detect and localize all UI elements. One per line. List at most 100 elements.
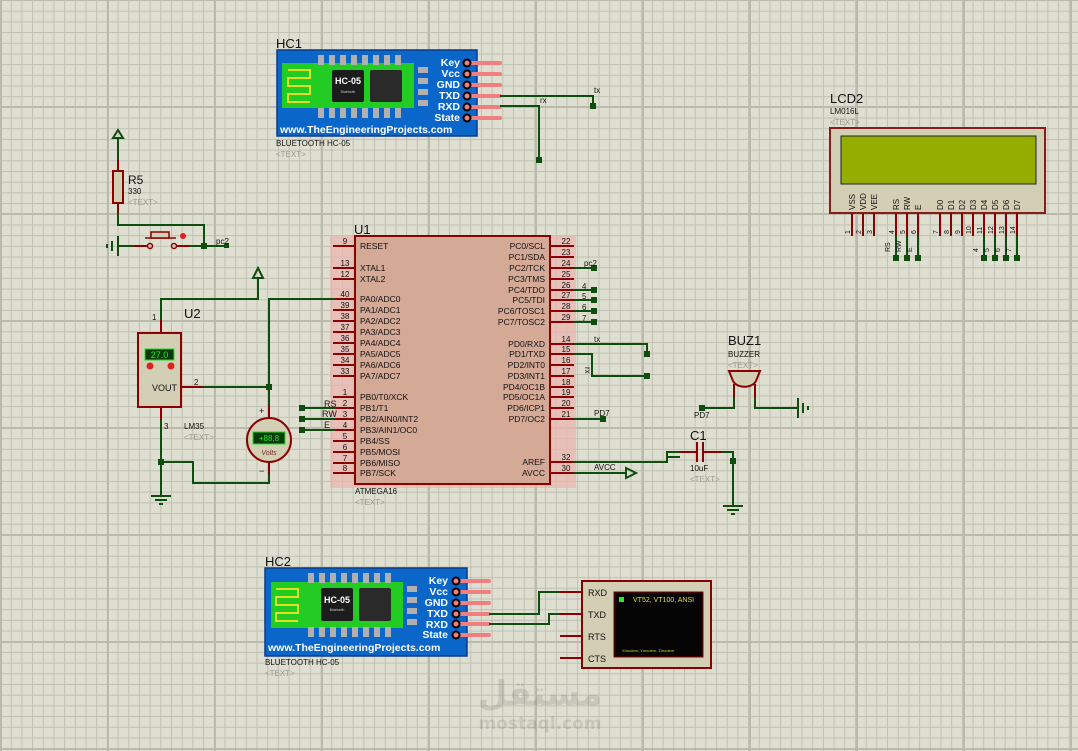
pin-name: PD0/RXD: [508, 339, 545, 349]
pin-number: 24: [562, 259, 571, 268]
lcd-pin-e[interactable]: E6: [911, 205, 923, 261]
pushbutton-switch[interactable]: [134, 231, 190, 250]
pin-number: 29: [562, 313, 571, 322]
pin-number: 28: [562, 302, 571, 311]
pin-number: 1: [845, 230, 852, 234]
pin-name: D0: [936, 199, 945, 210]
r5-net-pc2: pc2: [216, 237, 229, 246]
u1-pin-pd1[interactable]: 15 PD1/TXD: [509, 345, 574, 359]
u1-right-pins[interactable]: 22PC0/SCL23PC1/SDA24PC2/TCK25PC3/TMS26PC…: [498, 237, 574, 478]
pin-name: RESET: [360, 241, 388, 251]
lcd-pin-rs[interactable]: RS4: [889, 199, 901, 261]
lcd-display[interactable]: LCD2 LM016L <TEXT> VSS1VDD2VEE3RS4RW5E6D…: [829, 91, 1046, 261]
lcd-pin-d0[interactable]: D07: [933, 199, 945, 236]
lcd-net-label: RS: [885, 242, 892, 252]
temp-up-icon[interactable]: [167, 362, 175, 370]
u2-vout: VOUT: [152, 383, 178, 393]
r5-resistor[interactable]: R5 330 <TEXT>: [111, 128, 158, 214]
buz1-buzzer[interactable]: BUZ1 BUZZER <TEXT>: [727, 333, 762, 399]
svg-text:TXD: TXD: [439, 90, 460, 102]
svg-text:TXD: TXD: [588, 610, 607, 620]
lcd-net-label: 4: [973, 248, 980, 252]
voltmeter[interactable]: + − +88.8 Volts: [246, 405, 292, 476]
hc1-ref: HC1: [276, 36, 302, 51]
pin-number: 32: [562, 453, 571, 462]
pin-number: 15: [562, 345, 571, 354]
svg-text:Vcc: Vcc: [429, 586, 448, 598]
hc2-pins[interactable]: [454, 579, 491, 637]
lcd-pin-d1[interactable]: D18: [944, 199, 956, 236]
temp-down-icon[interactable]: [146, 362, 154, 370]
svg-text:RS: RS: [324, 399, 337, 409]
pin-name: D5: [991, 199, 1000, 210]
hc1-module[interactable]: HC1 HC-05 Bluetooth www.TheEngineeringPr…: [276, 36, 502, 159]
terminal-pin-labels: RXD TXD RTS CTS: [588, 588, 608, 664]
hc1-pins[interactable]: [465, 61, 502, 120]
pin-name: PB6/MISO: [360, 458, 401, 468]
u1-ref: U1: [354, 222, 371, 237]
pin-number: 12: [341, 270, 350, 279]
lcd-pin-rw[interactable]: RW5: [900, 196, 912, 261]
c1-capacitor[interactable]: C1 10uF <TEXT>: [680, 428, 723, 484]
virtual-terminal[interactable]: RXD TXD RTS CTS VT52, VT100, ANSI Xmodem…: [560, 580, 712, 669]
switch-toggle-icon[interactable]: [180, 233, 186, 239]
pin-number: 23: [562, 248, 571, 257]
lcd-pin-d2[interactable]: D29: [955, 199, 967, 236]
pin-name: PA5/ADC5: [360, 349, 401, 359]
lcd-pins[interactable]: VSS1VDD2VEE3RS4RW5E6D07D18D29D310D411D51…: [845, 193, 1022, 261]
pin-name: PD1/TXD: [509, 349, 545, 359]
pin-name: PA1/ADC1: [360, 305, 401, 315]
u1-model: ATMEGA16: [355, 487, 398, 496]
hc2-module[interactable]: HC2 HC-05 Bluetooth www.TheEngineeringPr…: [264, 554, 491, 678]
u2-lm35-sensor[interactable]: U2 1 27.0 VOUT 2 3 LM35 <TEXT>: [137, 306, 214, 442]
hc1-chip-label: HC-05: [335, 76, 361, 86]
